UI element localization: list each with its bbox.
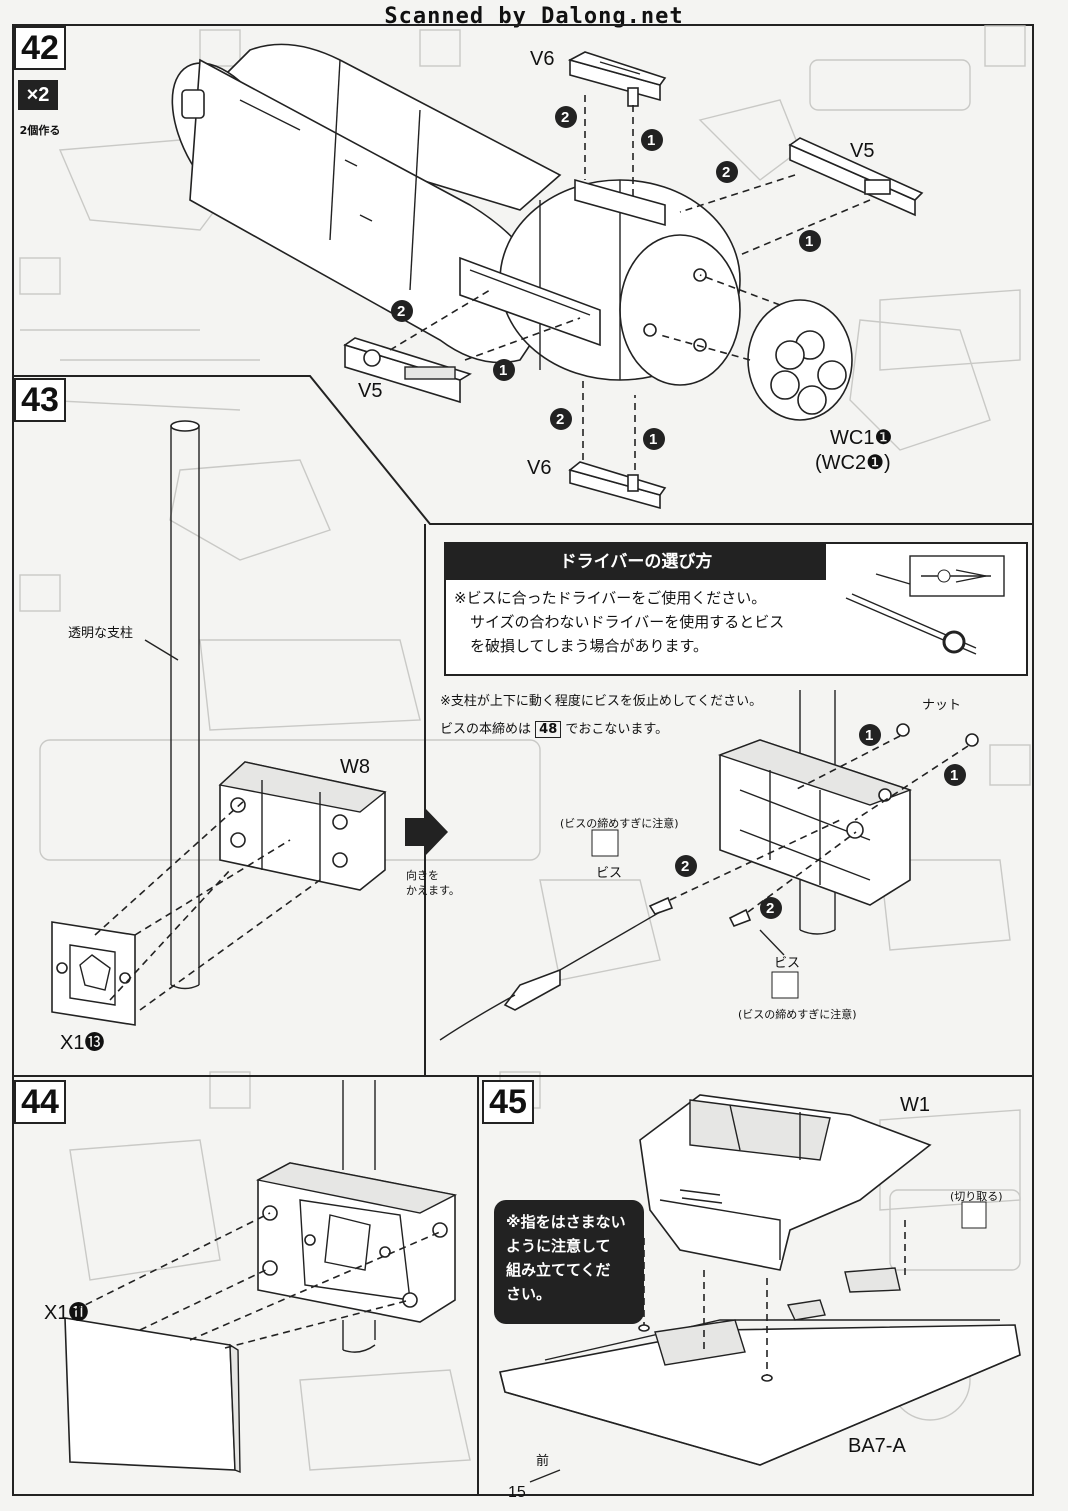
page-frame (12, 24, 1034, 1496)
svg-text:2: 2 (681, 858, 689, 875)
part-v6-top (567, 51, 667, 107)
svg-text:2: 2 (556, 411, 564, 428)
driver-note-line1: ※ビスに合ったドライバーをご使用ください。 (454, 589, 767, 607)
label-wc1: WC1❶ (830, 427, 893, 449)
finger-warning-note: ※指をはさまない ように注意して 組み立ててくだ さい。 (494, 1200, 644, 1324)
driver-note-line2: サイズの合わないドライバーを使用するとビス (470, 613, 785, 631)
svg-text:1: 1 (649, 431, 657, 448)
driver-note-title: ドライバーの選び方 (446, 544, 826, 580)
screw-instruction-text-a: ビスの本締めは (440, 722, 532, 737)
step-number-45: 45 (482, 1080, 534, 1124)
step-number-44: 44 (14, 1080, 66, 1124)
svg-text:1: 1 (805, 233, 813, 250)
label-v5-right: V5 (850, 140, 875, 162)
svg-text:1: 1 (647, 132, 655, 149)
label-w8: W8 (340, 756, 370, 778)
screw-instruction-line2: ビスの本締めは 48 でおこないます。 (440, 718, 669, 738)
svg-text:1: 1 (865, 727, 873, 744)
svg-text:2: 2 (561, 109, 569, 126)
quantity-badge: ×2 (18, 80, 58, 110)
label-clear-post: 透明な支柱 (68, 626, 134, 641)
label-screw-bottom: ビス (774, 956, 801, 971)
step-number-42: 42 (14, 26, 66, 70)
svg-text:2: 2 (766, 900, 774, 917)
label-v5-left: V5 (358, 380, 383, 402)
svg-text:2: 2 (397, 303, 405, 320)
screw-caution-top: (ビスの締めすぎに注意) (560, 817, 679, 830)
screw-instruction-line1: ※支柱が上下に動く程度にビスを仮止めしてください。 (440, 694, 763, 709)
screw-instruction-text-b: でおこないます。 (565, 722, 669, 737)
label-w1: W1 (900, 1094, 930, 1116)
label-turn-around: 向きを かえます。 (406, 869, 460, 897)
assembled-block-44 (255, 1162, 458, 1323)
label-ba7a: BA7-A (848, 1435, 906, 1457)
part-w1 (639, 1094, 932, 1271)
label-v6-bottom: V6 (527, 457, 552, 479)
label-screw-left: ビス (596, 866, 623, 881)
part-v6-bottom (568, 461, 667, 510)
cylinder-body (171, 43, 562, 364)
part-v5-left (343, 337, 472, 404)
label-nut: ナット (922, 698, 962, 713)
make-two-caption: 2個作る (19, 124, 61, 137)
driver-note-line3: を破損してしまう場合があります。 (470, 637, 709, 655)
driver-selection-note: ドライバーの選び方 ※ビスに合ったドライバーをご使用ください。 サイズの合わない… (444, 542, 1028, 676)
driver-fit-illustration (845, 555, 1005, 655)
label-cut-off: (切り取る) (950, 1190, 1003, 1203)
step-markers: 2 1 2 1 2 1 2 1 (391, 106, 821, 450)
label-wc2: (WC2❶) (815, 452, 891, 474)
label-x1-13: X1⓭ (60, 1032, 105, 1054)
part-wc1-pod (747, 299, 853, 421)
part-x1-11 (64, 1317, 241, 1474)
step-ref-48: 48 (535, 721, 562, 738)
screw-caution-bottom: (ビスの締めすぎに注意) (738, 1008, 857, 1021)
screwdriver (439, 911, 661, 1041)
part-v5-right (788, 137, 924, 217)
label-v6-top: V6 (530, 48, 555, 70)
svg-text:2: 2 (722, 164, 730, 181)
label-front: 前 (536, 1454, 550, 1469)
assembled-block (717, 739, 913, 906)
step-number-43: 43 (14, 378, 66, 422)
svg-text:1: 1 (950, 767, 958, 784)
label-x1-11: X1⓫ (44, 1302, 89, 1324)
clear-post (170, 420, 200, 990)
part-ba7a (499, 1267, 1021, 1466)
page-number: 15 (508, 1484, 526, 1501)
svg-text:1: 1 (499, 362, 507, 379)
